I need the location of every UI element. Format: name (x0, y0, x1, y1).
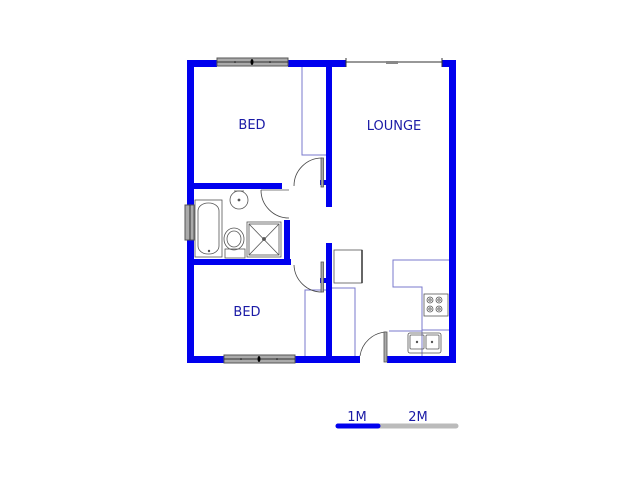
window-bathroom (184, 204, 195, 241)
kitchen-sink (407, 332, 442, 354)
wall-bed1-bath (187, 183, 282, 189)
bed2-wardrobe (304, 289, 326, 356)
window-bed2 (223, 354, 296, 364)
room-label-lounge: LOUNGE (367, 119, 422, 134)
scale-label-1m: 1M (347, 410, 367, 425)
wall-center-upper (326, 60, 332, 207)
wall-top-bed1-left (187, 60, 217, 67)
scale-label-2m: 2M (408, 410, 428, 425)
bathtub (194, 199, 223, 258)
bed1-wardrobe (301, 66, 326, 156)
wall-bath-bed2 (187, 259, 291, 265)
window-bed1 (216, 57, 289, 67)
wall-bath-right (284, 220, 290, 265)
wall-right (449, 60, 456, 363)
room-label-bed-1: BED (238, 118, 265, 133)
shower (246, 221, 282, 258)
door-bed2 (293, 261, 324, 293)
wall-top-bed1-right (288, 60, 346, 67)
cabinets (301, 66, 449, 356)
door-entrance (359, 331, 388, 363)
toilet (223, 227, 246, 259)
scale-bar: 1M 2M (335, 410, 459, 429)
wall-center-lower (326, 243, 332, 363)
walls (187, 60, 456, 363)
kitchen-fixtures (333, 249, 449, 354)
kitchen-counter-upper (392, 259, 449, 331)
door-bed1 (293, 157, 324, 188)
doors (260, 157, 388, 363)
wall-stub-lower (320, 278, 332, 283)
wall-bottom-left (187, 356, 224, 363)
basin (229, 190, 249, 210)
stove (423, 293, 449, 317)
wall-stub-upper (320, 180, 332, 185)
door-bathroom (260, 189, 290, 219)
hall-cupboard (331, 287, 356, 356)
fridge (333, 249, 363, 284)
wall-bottom-right (387, 356, 456, 363)
kitchen-counter-lower (389, 330, 423, 356)
room-label-bed-2: BED (233, 305, 260, 320)
window-lounge (345, 58, 443, 67)
bathroom-fixtures (194, 190, 282, 259)
windows (184, 57, 443, 364)
